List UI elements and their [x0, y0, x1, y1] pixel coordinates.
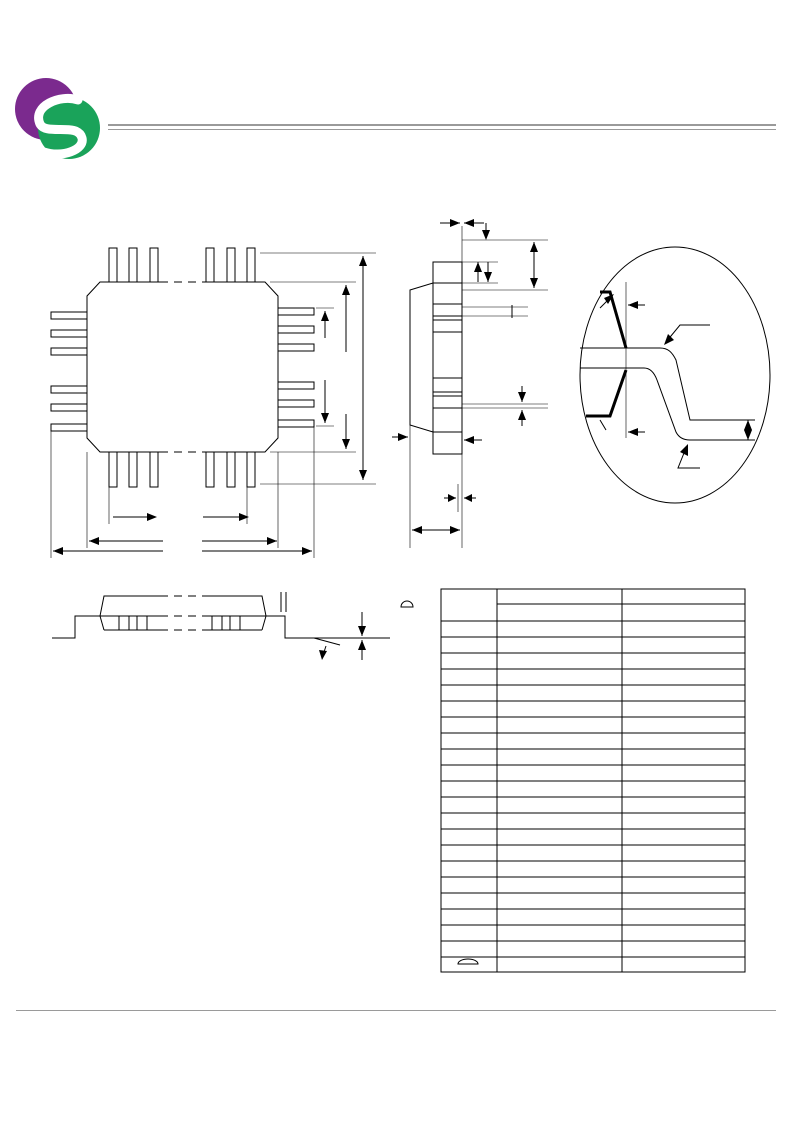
- angle-icon: [400, 600, 414, 608]
- package-body: [86, 281, 279, 453]
- top-pins: [108, 247, 256, 284]
- header-rule-top: [108, 124, 776, 126]
- company-logo: [15, 78, 100, 159]
- table-angle-icon: [457, 958, 479, 965]
- header-rule-bottom: [108, 129, 776, 130]
- left-pins: [50, 311, 88, 432]
- logo-s-swoosh: [34, 94, 87, 159]
- footer-rule: [16, 1010, 776, 1011]
